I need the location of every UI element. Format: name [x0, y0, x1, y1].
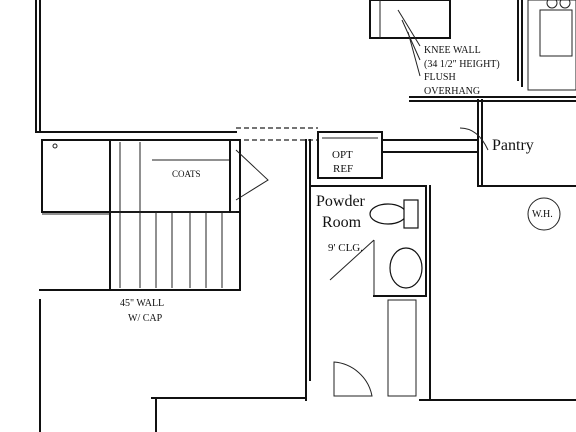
knee-height-label: (34 1/2" HEIGHT)	[424, 59, 500, 70]
water-heater-label: W.H.	[532, 209, 553, 220]
ref-label: REF	[333, 163, 353, 175]
pantry-label: Pantry	[492, 137, 534, 154]
knee-wall-label: KNEE WALL	[424, 45, 481, 56]
powder-label: Powder	[316, 193, 366, 210]
powder-room	[305, 139, 431, 401]
left-exterior-wall	[35, 0, 237, 133]
ceiling-label: 9' CLG.	[328, 242, 363, 254]
door-swing	[333, 361, 373, 397]
wall-height-label: 45" WALL	[120, 298, 164, 309]
coats-label: COATS	[172, 169, 201, 179]
sink	[389, 247, 423, 289]
wall-cap-label: W/ CAP	[128, 313, 163, 324]
staircase	[39, 139, 241, 291]
kitchen-wall	[409, 0, 576, 102]
toilet	[369, 203, 407, 225]
opt-label: OPT	[332, 149, 353, 161]
water-heater-circle	[527, 197, 561, 231]
pantry	[459, 99, 576, 187]
refrigerator-space	[317, 131, 477, 179]
overhang-label: OVERHANG	[424, 86, 480, 97]
knee-wall-island	[369, 0, 451, 77]
coat-closet	[152, 139, 269, 213]
flush-label: FLUSH	[424, 72, 456, 83]
room-label: Room	[322, 214, 362, 231]
